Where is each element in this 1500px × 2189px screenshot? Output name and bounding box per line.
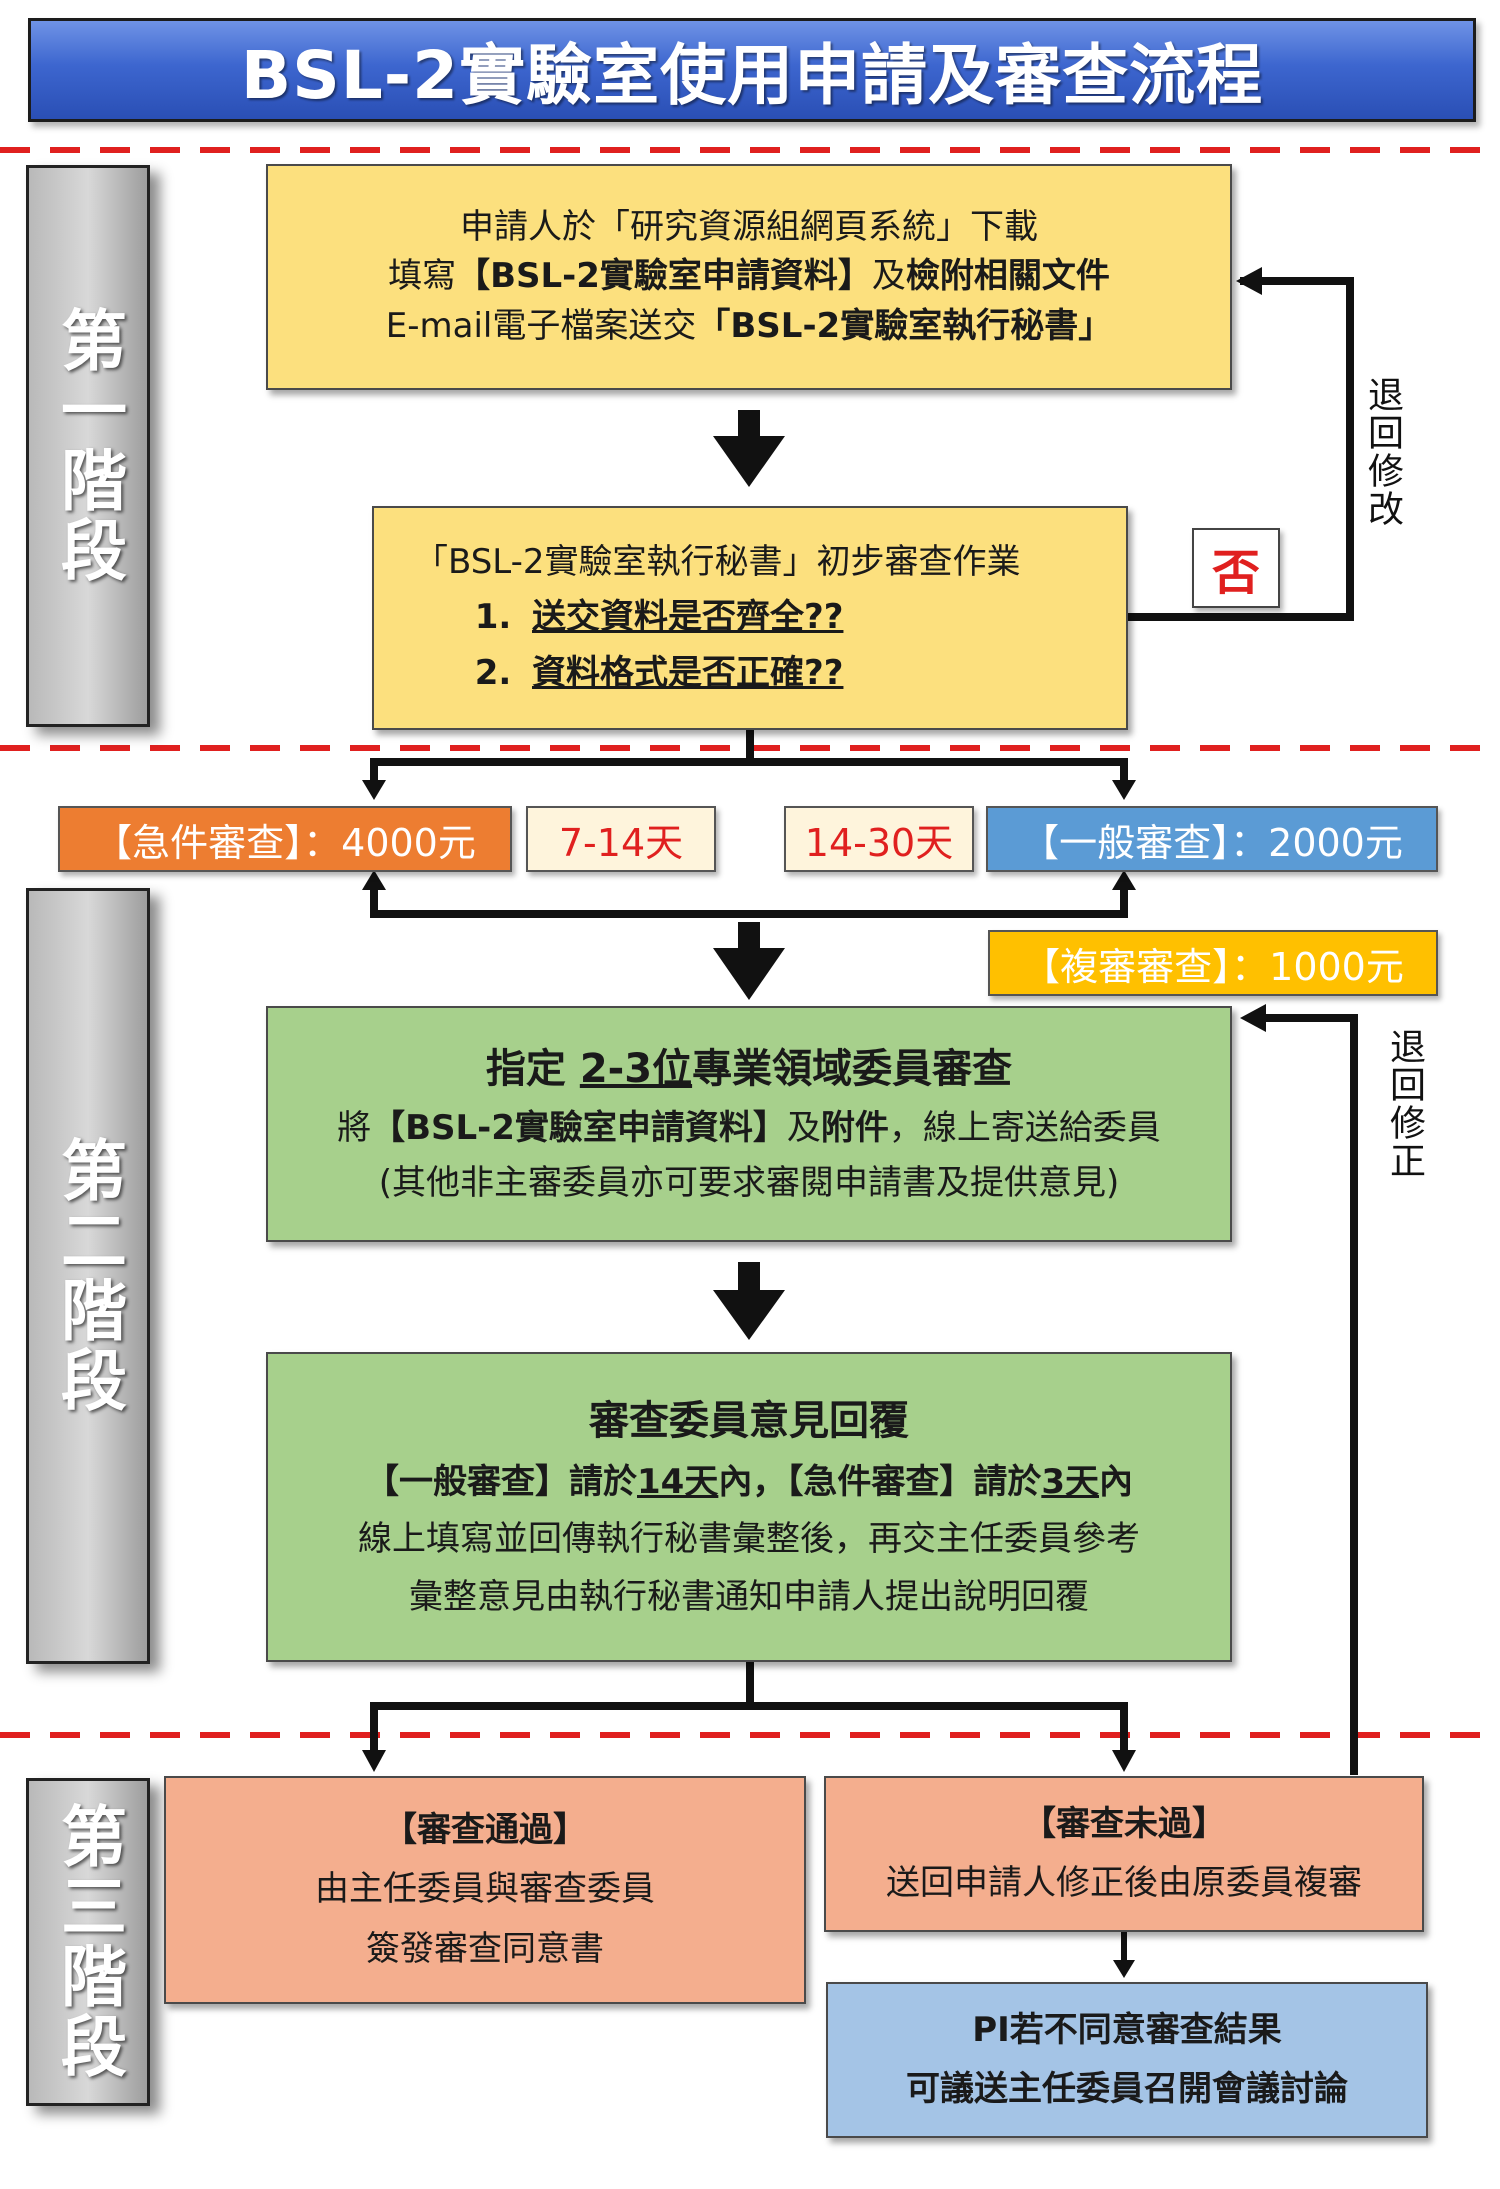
text: 【急件審查】請於 xyxy=(786,1462,1042,1503)
reviewer-feedback-line-4: 彙整意見由執行秘書通知申請人提出說明回覆 xyxy=(409,1576,1089,1617)
reviewer-feedback-line-3: 線上填寫並回傳執行秘書彙整後，再交主任委員參考 xyxy=(358,1519,1140,1560)
check-item-2: 2. 資料格式是否正確?? xyxy=(414,649,844,698)
text: 及 xyxy=(871,256,906,297)
assign-reviewers-line-3: (其他非主審委員亦可要求審閱申請書及提供意見) xyxy=(378,1163,1120,1203)
branch-arrowhead-icon xyxy=(1112,780,1136,800)
review-passed-line-1: 由主任委員與審查委員 xyxy=(315,1869,655,1910)
text: 專業領域委員審查 xyxy=(692,1045,1013,1092)
text: E-mail電子檔案送交 xyxy=(385,305,697,346)
review-passed-title: 【審查通過】 xyxy=(383,1810,587,1851)
text: ，線上寄送給委員 xyxy=(888,1107,1161,1148)
branch-arrowhead-icon xyxy=(362,780,386,800)
assign-reviewers-title: 指定 2-3位專業領域委員審查 xyxy=(486,1040,1012,1098)
urgent-review-fee: 【急件審查】：4000元 xyxy=(58,806,512,872)
assign-reviewers-box: 指定 2-3位專業領域委員審查 將【BSL-2實驗室申請資料】及附件，線上寄送給… xyxy=(266,1006,1232,1242)
return-loop-line-2 xyxy=(1262,1014,1358,1775)
general-review-days: 14-30天 xyxy=(784,806,974,872)
re-review-fee: 【複審審查】：1000元 xyxy=(988,930,1438,996)
pi-appeal-line-2: 可議送主任委員召開會議討論 xyxy=(906,2069,1348,2109)
text: 檢附相關文件 xyxy=(905,256,1110,297)
text: 內 xyxy=(1099,1462,1133,1503)
text: 資料格式是否正確?? xyxy=(532,652,844,693)
general-review-fee: 【一般審查】：2000元 xyxy=(986,806,1438,872)
text: 【一般審查】請於 xyxy=(365,1462,637,1503)
return-to-revise-label: 退回修正 xyxy=(1384,1028,1425,1180)
check-item-1: 1. 送交資料是否齊全?? xyxy=(414,593,844,642)
pi-appeal-box: PI若不同意審查結果 可議送主任委員召開會議討論 xyxy=(826,1982,1428,2138)
submission-line-3: E-mail電子檔案送交「BSL-2實驗室執行秘書」 xyxy=(386,302,1112,351)
stage-label-text: 第一階段 xyxy=(50,306,127,586)
down-arrow-icon xyxy=(713,1262,785,1340)
assign-reviewers-line-2: 將【BSL-2實驗室申請資料】及附件，線上寄送給委員 xyxy=(337,1104,1161,1153)
text: 3天 xyxy=(1041,1462,1099,1503)
text: 【BSL-2實驗室申請資料】 xyxy=(456,256,872,297)
stage-label-text: 第三階段 xyxy=(50,1802,127,2082)
reviewer-feedback-title: 審查委員意見回覆 xyxy=(589,1398,909,1445)
merge-arrowhead-icon xyxy=(362,870,386,890)
application-submission-box: 申請人於「研究資源組網頁系統」下載 填寫【BSL-2實驗室申請資料】及檢附相關文… xyxy=(266,164,1232,390)
text: 1. xyxy=(474,597,512,638)
return-to-modify-label: 退回修改 xyxy=(1362,376,1403,528)
text: 將 xyxy=(337,1107,372,1148)
preliminary-review-box: 「BSL-2實驗室執行秘書」初步審查作業 1. 送交資料是否齊全?? 2. 資料格式… xyxy=(372,506,1128,730)
stage-label-text: 第二階段 xyxy=(50,1136,127,1416)
text: 附件 xyxy=(820,1107,889,1148)
preliminary-review-title: 「BSL-2實驗室執行秘書」初步審查作業 xyxy=(414,542,1021,583)
down-arrow-icon xyxy=(713,410,785,487)
text: 填寫 xyxy=(388,256,457,297)
review-failed-box: 【審查未過】 送回申請人修正後由原委員複審 xyxy=(824,1776,1424,1932)
text: 送交資料是否齊全?? xyxy=(532,597,844,638)
submission-line-1: 申請人於「研究資源組網頁系統」下載 xyxy=(460,207,1038,248)
stage-label-3: 第三階段 xyxy=(26,1778,150,2106)
stage-label-2: 第二階段 xyxy=(26,888,150,1664)
review-failed-line-1: 送回申請人修正後由原委員複審 xyxy=(886,1863,1362,1903)
text: 內， xyxy=(718,1462,787,1503)
review-passed-line-2: 簽發審查同意書 xyxy=(366,1928,604,1969)
urgent-review-days: 7-14天 xyxy=(526,806,716,872)
branch-arrowhead-icon xyxy=(1112,1750,1136,1772)
reviewer-feedback-box: 審查委員意見回覆 【一般審查】請於14天內，【急件審查】請於3天內 線上填寫並回… xyxy=(266,1352,1232,1662)
text: 【BSL-2實驗室申請資料】 xyxy=(371,1107,787,1148)
return-arrowhead-icon xyxy=(1236,267,1262,295)
return-arrowhead-icon xyxy=(1240,1004,1266,1032)
merge-arrowhead-icon xyxy=(1112,870,1136,890)
pi-appeal-line-1: PI若不同意審查結果 xyxy=(972,2009,1282,2050)
text: 「BSL-2實驗室執行秘書」 xyxy=(696,305,1113,346)
return-loop-line xyxy=(1127,277,1354,621)
text: 2-3位 xyxy=(579,1045,693,1092)
text: 及 xyxy=(786,1107,821,1148)
text: 2. xyxy=(474,652,512,693)
page-title: BSL-2實驗室使用申請及審查流程 xyxy=(28,18,1476,122)
branch-arrowhead-icon xyxy=(362,1750,386,1772)
text: 14天 xyxy=(637,1462,719,1503)
reviewer-feedback-deadline: 【一般審查】請於14天內，【急件審查】請於3天內 xyxy=(365,1458,1133,1507)
submission-line-2: 填寫【BSL-2實驗室申請資料】及檢附相關文件 xyxy=(388,252,1110,301)
down-arrow-icon xyxy=(713,922,785,1000)
review-passed-box: 【審查通過】 由主任委員與審查委員 簽發審查同意書 xyxy=(164,1776,806,2004)
no-label: 否 xyxy=(1192,528,1280,608)
review-failed-title: 【審查未過】 xyxy=(1022,1803,1226,1844)
text: 指定 xyxy=(485,1045,580,1092)
down-arrow-small-icon xyxy=(1113,1960,1135,1978)
stage-label-1: 第一階段 xyxy=(26,165,150,727)
